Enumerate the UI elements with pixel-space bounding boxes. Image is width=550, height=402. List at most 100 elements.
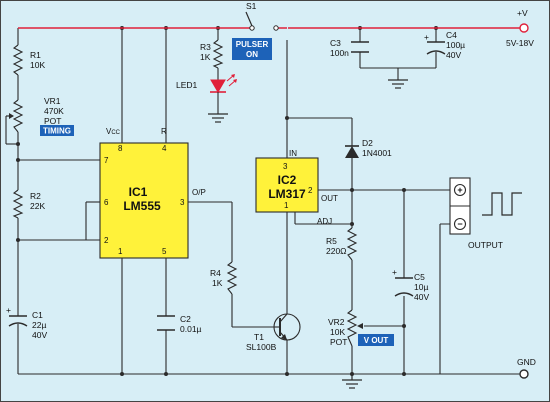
capacitor-c5: + C5 10µ 40V: [392, 267, 429, 302]
c3-value: 100n: [330, 48, 349, 58]
led-ground-icon: [208, 113, 228, 123]
pulse-waveform-icon: [482, 192, 522, 216]
c1-voltage: 40V: [32, 330, 47, 340]
ic2-in-label: IN: [289, 149, 297, 158]
c2-ref: C2: [180, 314, 191, 324]
ic1-body: [99, 142, 189, 259]
vr2-type: POT: [330, 337, 347, 347]
c4-ref: C4: [446, 30, 457, 40]
output-label: OUTPUT: [468, 240, 503, 250]
ic1-pin6: 6: [104, 198, 109, 207]
ic2-adj-label: ADJ: [317, 217, 332, 226]
r5-value: 220Ω: [326, 246, 347, 256]
capacitor-c3: C3 100n: [330, 38, 369, 58]
pulser-tag-line2: ON: [246, 50, 258, 59]
resistor-r5: R5 220Ω: [326, 227, 358, 261]
ic1-pin1: 1: [118, 247, 123, 256]
r3-value: 1K: [200, 52, 211, 62]
vr2-ref: VR2: [328, 317, 345, 327]
main-ground-icon: [342, 374, 362, 389]
pulser-tag-line1: PULSER: [236, 40, 269, 49]
vr1-value: 470K: [44, 106, 64, 116]
c2-value: 0.01µ: [180, 324, 202, 334]
c4-value: 100µ: [446, 40, 465, 50]
ic2-pin2: 2: [308, 186, 313, 195]
resistor-r1: R1 10K: [12, 44, 45, 76]
supply-range: 5V-18V: [506, 38, 534, 48]
output-minus: −: [457, 219, 462, 229]
r1-ref: R1: [30, 50, 41, 60]
ic1-vcc-label: VCC: [106, 127, 121, 136]
capacitor-c2: C2 0.01µ: [157, 314, 202, 334]
c5-ref: C5: [414, 272, 425, 282]
d2-part: 1N4001: [362, 148, 392, 158]
vout-tag: [358, 334, 394, 346]
c1-value: 22µ: [32, 320, 46, 330]
c4-voltage: 40V: [446, 50, 461, 60]
r4-ref: R4: [210, 268, 221, 278]
timing-tag: [40, 125, 74, 136]
ic1-ref: IC1: [129, 185, 148, 199]
ic2-lm317: IC2 LM317 IN 3 2 OUT 1 ADJ: [255, 149, 338, 226]
ic1-lm555: IC1 LM555 VCC R O/P 8 4 7 6 2 3 1 5: [99, 127, 206, 259]
transistor-t1: T1 SL100B: [246, 308, 301, 352]
ic2-body: [255, 157, 319, 213]
output-terminal: + − OUTPUT: [449, 177, 503, 250]
r2-value: 22K: [30, 201, 45, 211]
pulser-on-tag: [232, 38, 272, 60]
cap-ground-icon: [388, 79, 408, 89]
t1-part: SL100B: [246, 342, 277, 352]
potentiometer-vr1: VR1 470K POT TIMING: [6, 96, 74, 136]
c3-ref: C3: [330, 38, 341, 48]
junctions: [16, 26, 438, 376]
vr1-ref: VR1: [44, 96, 61, 106]
ic1-pin3: 3: [180, 198, 185, 207]
output-plus: +: [457, 185, 462, 195]
ic1-part: LM555: [123, 199, 161, 213]
r4-value: 1K: [212, 278, 223, 288]
ic1-pin5: 5: [162, 247, 167, 256]
ic1-pin2: 2: [104, 236, 109, 245]
ic2-out-label: OUT: [321, 194, 338, 203]
resistor-r2: R2 22K: [12, 189, 45, 219]
c1-ref: C1: [32, 310, 43, 320]
led1-ref: LED1: [176, 80, 198, 90]
vr1-type: POT: [44, 116, 61, 126]
ic2-pin3: 3: [283, 162, 288, 171]
c5-value: 10µ: [414, 282, 428, 292]
r2-ref: R2: [30, 191, 41, 201]
c1-plus: +: [6, 305, 11, 315]
ic1-pin8: 8: [118, 144, 123, 153]
r3-ref: R3: [200, 42, 211, 52]
led1: LED1: [176, 74, 237, 98]
ic1-reset-label: R: [161, 127, 167, 136]
wires: [5, 28, 520, 375]
diode-d2: D2 1N4001: [345, 136, 392, 158]
potentiometer-vr2: VR2 10K POT V OUT: [328, 309, 394, 347]
resistor-r3: R3 1K: [200, 39, 224, 69]
capacitor-c1: + C1 22µ 40V: [6, 305, 47, 340]
ic1-pin7: 7: [104, 156, 109, 165]
r5-ref: R5: [326, 236, 337, 246]
c5-plus: +: [392, 267, 397, 277]
ic2-ref: IC2: [278, 173, 297, 187]
s1-ref: S1: [246, 1, 257, 11]
vout-tag-text: V OUT: [364, 336, 389, 345]
ic1-output-label: O/P: [192, 188, 206, 197]
ic1-pin4: 4: [162, 144, 167, 153]
timing-tag-text: TIMING: [43, 127, 71, 136]
d2-ref: D2: [362, 138, 373, 148]
vr2-value: 10K: [330, 327, 345, 337]
ic2-part: LM317: [268, 187, 306, 201]
supply-label: +V: [517, 8, 528, 18]
r1-value: 10K: [30, 60, 45, 70]
c4-plus: +: [424, 32, 429, 42]
ground-terminal: [519, 369, 529, 379]
resistor-r4: R4 1K: [210, 261, 238, 295]
t1-ref: T1: [254, 332, 264, 342]
switch-s1: S1 PULSER ON: [232, 1, 288, 60]
capacitor-c4: + C4 100µ 40V: [424, 30, 465, 60]
ic2-pin1: 1: [284, 201, 289, 210]
